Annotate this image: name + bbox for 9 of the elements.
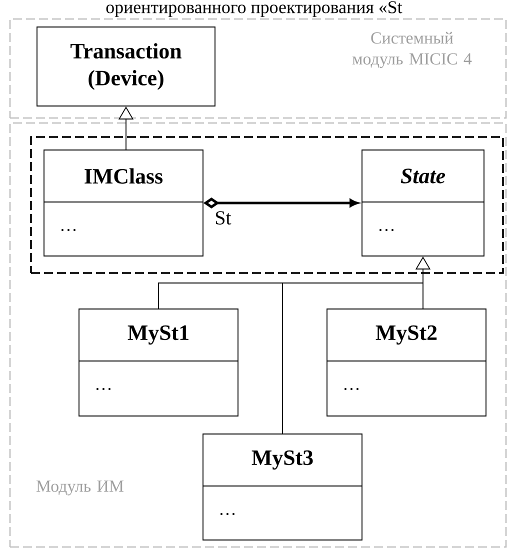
page-text: ориентированного проектирования «St bbox=[106, 1, 402, 17]
class-box: IMClass … bbox=[44, 150, 204, 256]
class-box: State … bbox=[362, 150, 484, 256]
dashed-group-frame bbox=[30, 136, 504, 274]
class-box: Transaction (Device) bbox=[36, 26, 216, 106]
edge-label: St bbox=[214, 210, 232, 226]
class-box: MySt3 … bbox=[202, 434, 362, 540]
class-box: MySt1 … bbox=[78, 308, 238, 416]
class-box: MySt2 … bbox=[326, 308, 486, 416]
